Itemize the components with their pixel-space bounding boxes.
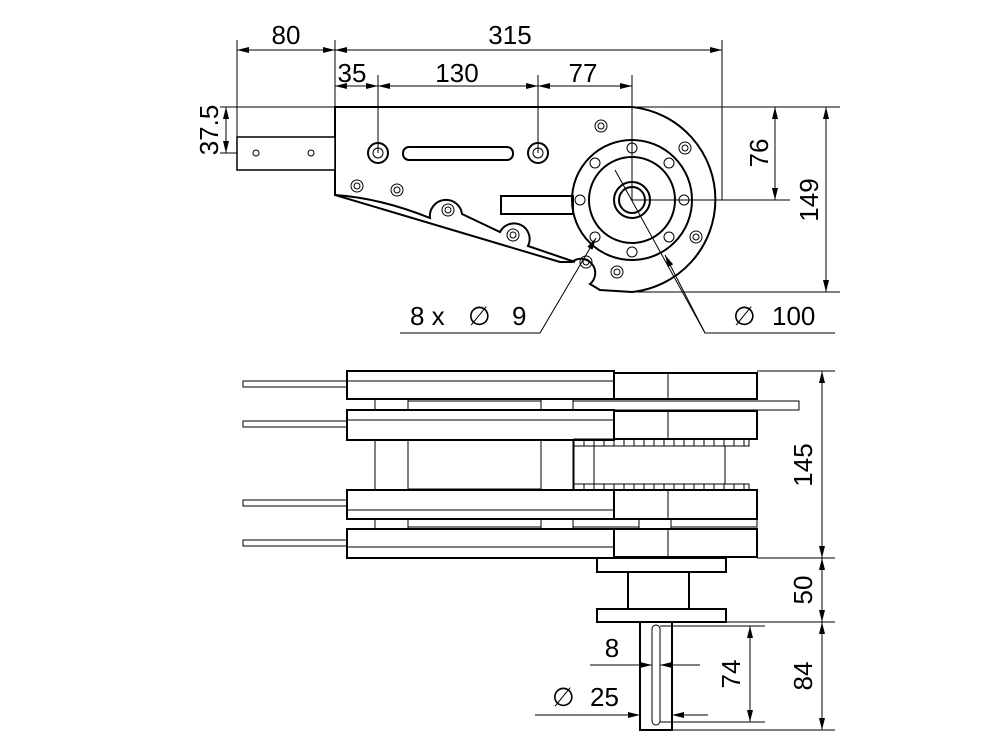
dim-keyway-length: 74 [716, 660, 746, 689]
housing-outline [334, 106, 717, 294]
dim-shaft-length: 84 [788, 662, 818, 691]
diameter-symbol: ∅ [468, 301, 491, 331]
dim-arm-height: 37.5 [194, 105, 224, 156]
diameter-symbol: ∅ [552, 682, 575, 712]
dim-hole-to-center: 77 [569, 58, 598, 88]
dim-holes-count: 8 x [410, 301, 445, 331]
dim-arm-length: 80 [272, 20, 301, 50]
flange-bottom [596, 608, 727, 623]
dim-center-height: 76 [744, 139, 774, 168]
arm-stub [236, 136, 336, 171]
chain [573, 438, 750, 491]
flange-holes [574, 142, 690, 258]
screws [350, 119, 703, 279]
arm-hole [307, 149, 315, 157]
dim-first-hole: 35 [338, 58, 367, 88]
dim-holes-diameter: 9 [512, 301, 526, 331]
output-shaft [639, 621, 673, 731]
flange-top [596, 557, 727, 573]
top-dimensions [220, 40, 840, 334]
keyway [651, 624, 661, 726]
window [500, 195, 574, 215]
dim-flange-height: 50 [788, 576, 818, 605]
top-view: 80 315 35 130 77 37.5 76 149 8 x ∅ 9 ∅ 1… [194, 20, 840, 334]
arm-hole [252, 149, 260, 157]
dim-hole-spacing: 130 [435, 58, 478, 88]
dim-overall-length: 315 [488, 20, 531, 50]
side-dimensions [535, 370, 835, 731]
dim-stack-height: 145 [788, 443, 818, 486]
dim-keyway-width: 8 [605, 633, 619, 663]
rods [242, 380, 348, 547]
slot [402, 146, 514, 161]
spacers [374, 398, 800, 530]
housing-bottom-edge [334, 194, 576, 263]
dim-total-height: 149 [794, 178, 824, 221]
dim-shaft-diameter: 25 [590, 682, 619, 712]
flange-neck [627, 571, 690, 610]
side-view: 145 50 84 74 8 ∅ 25 [242, 370, 835, 731]
diameter-symbol: ∅ [733, 301, 756, 331]
dim-flange-diameter: 100 [772, 301, 815, 331]
